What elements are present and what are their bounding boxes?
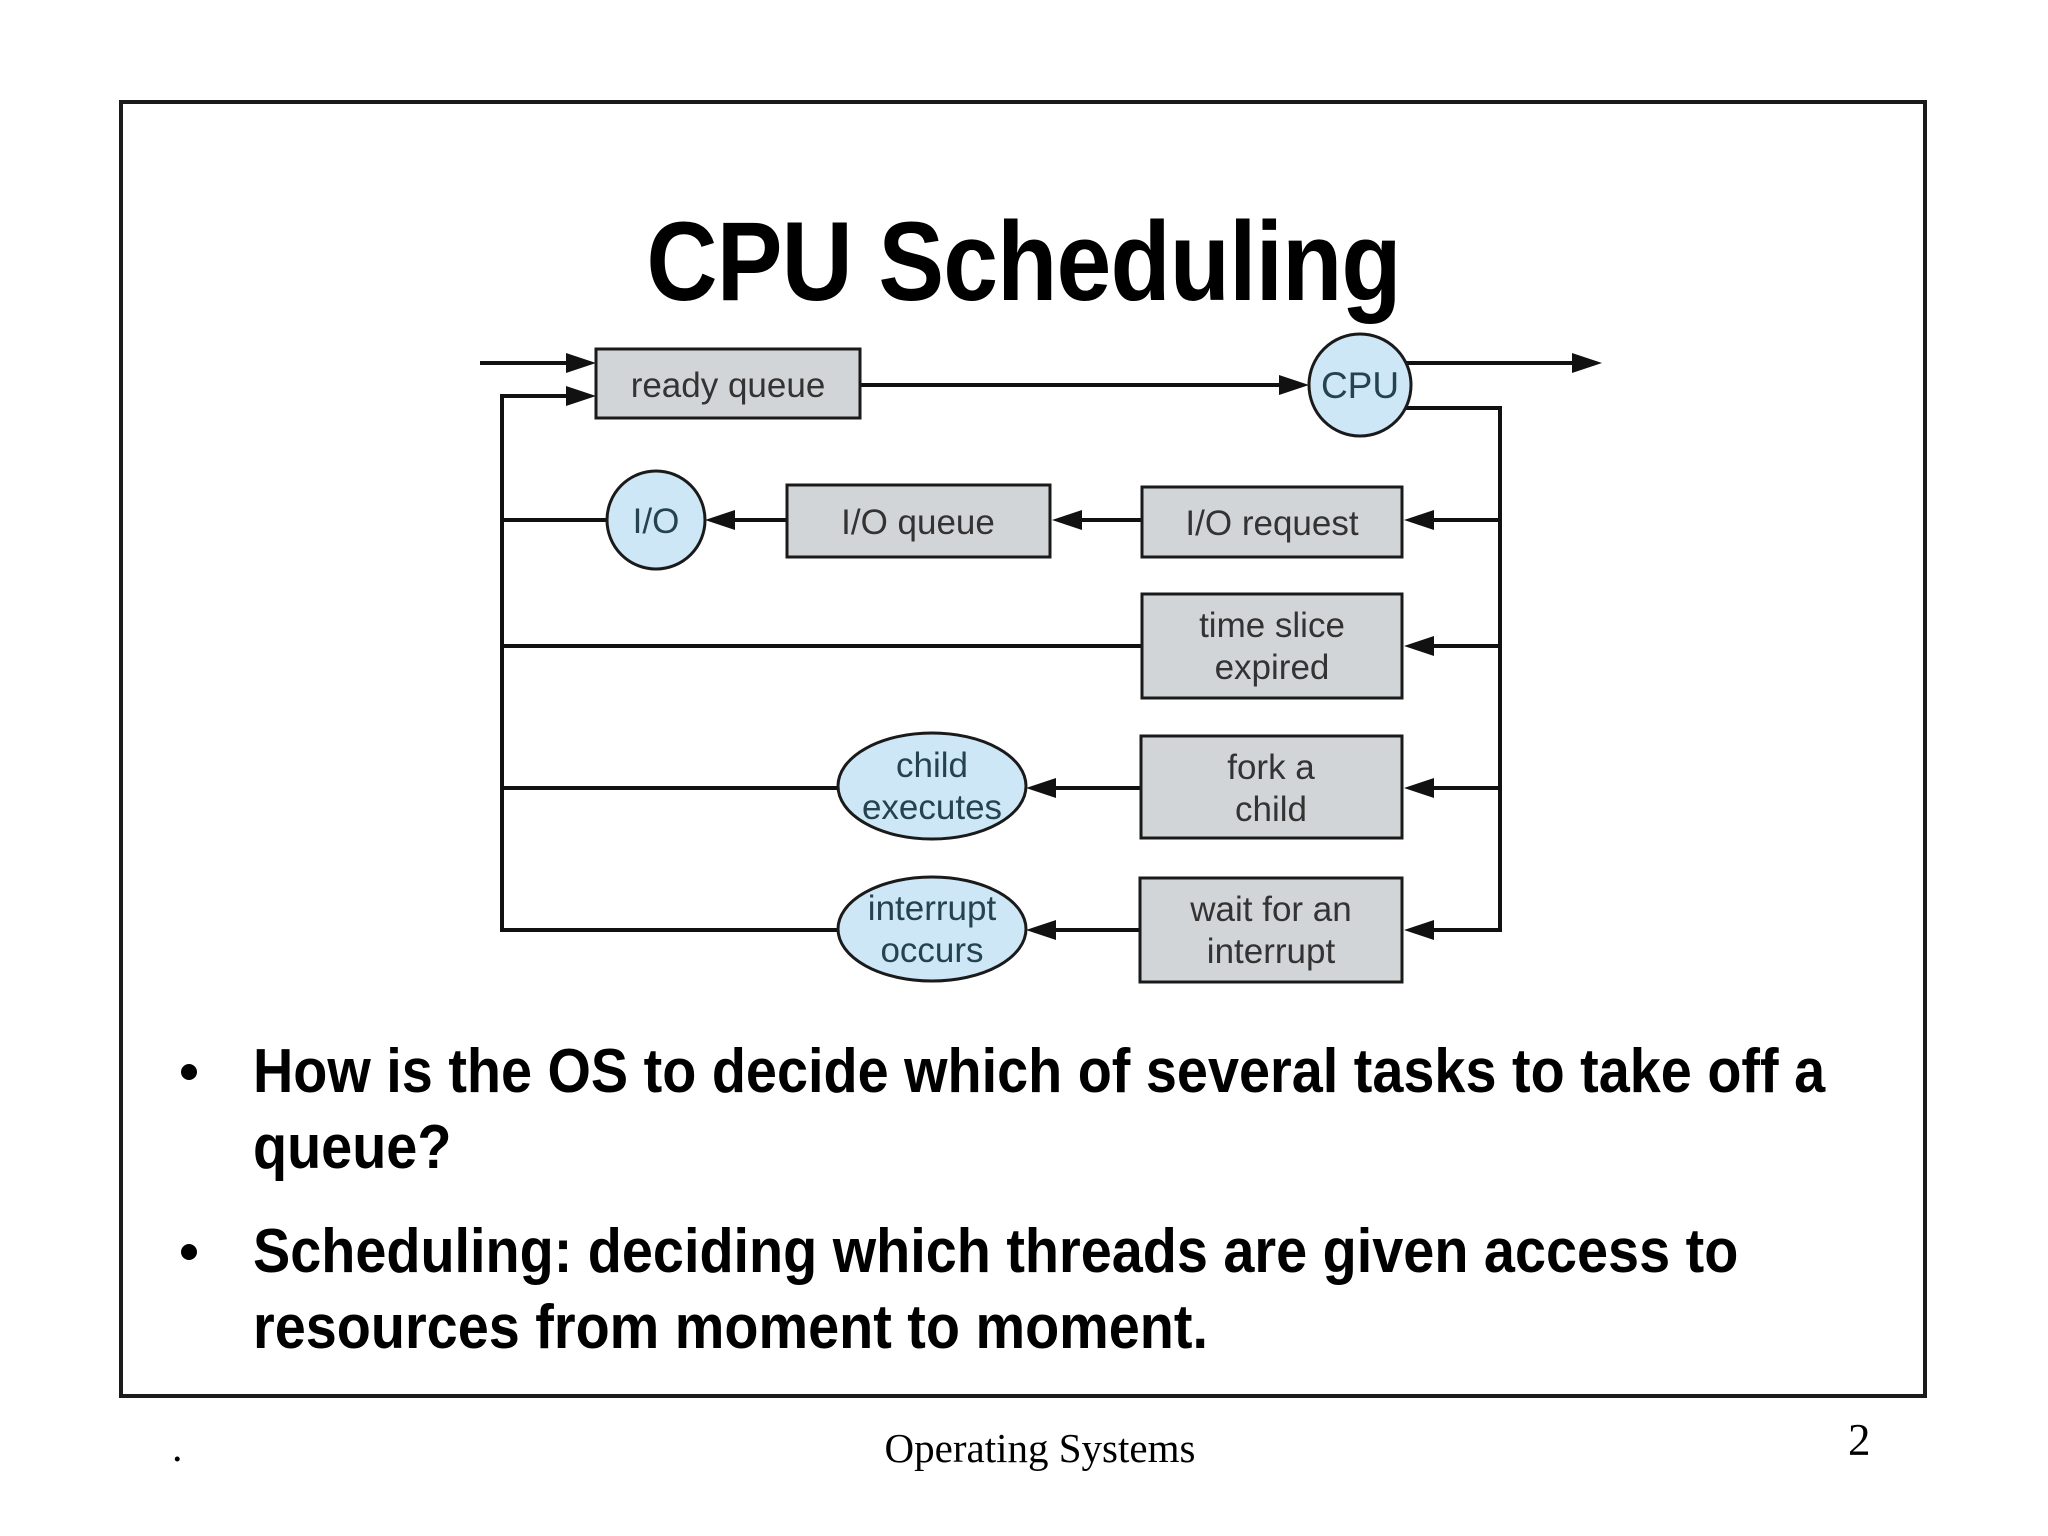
arrowhead-into-wait-interrupt: [1404, 920, 1434, 940]
connector-right-feedback-line: [1401, 406, 1502, 932]
arrowhead-cpu-exit: [1572, 353, 1602, 373]
node-cpu: [1307, 332, 1413, 438]
footer-title: Operating Systems: [884, 1425, 1196, 1471]
node-time-slice-expired: [1140, 592, 1404, 700]
footer-page-number: 2: [1848, 1415, 1871, 1465]
arrowhead-feedback-ready-queue: [566, 386, 596, 406]
label-interrupt-occurs-line1: interrupt: [868, 889, 997, 928]
arrowhead-into-io-request: [1404, 510, 1434, 530]
label-fork-child-line2: child: [1235, 790, 1307, 829]
node-child-executes: [836, 731, 1028, 841]
bullet-marker: [181, 1244, 197, 1260]
bullet-text: Scheduling: deciding which threads are g…: [253, 1217, 1739, 1362]
arrowhead-into-io-queue: [1052, 510, 1082, 530]
label-io-queue: I/O queue: [841, 503, 995, 542]
label-fork-child-line1: fork a: [1227, 748, 1315, 787]
arrowhead-into-fork-child: [1404, 778, 1434, 798]
label-cpu: CPU: [1321, 365, 1399, 406]
label-time-slice-line1: time slice: [1199, 606, 1345, 645]
bullet-list: How is the OS to decide which of several…: [253, 1034, 1864, 1394]
slide-frame: [119, 100, 1927, 1398]
node-io-queue: [785, 483, 1052, 559]
node-interrupt-occurs: [836, 875, 1028, 983]
bullet-marker: [181, 1064, 197, 1080]
label-wait-interrupt-line1: wait for an: [1189, 890, 1351, 929]
bullet-text: How is the OS to decide which of several…: [253, 1037, 1826, 1182]
label-io: I/O: [633, 502, 680, 541]
node-ready-queue: [594, 347, 862, 420]
label-ready-queue: ready queue: [631, 366, 826, 405]
label-interrupt-occurs-line2: occurs: [880, 931, 983, 970]
label-child-executes-line1: child: [896, 746, 968, 785]
title-container: CPU Scheduling: [0, 200, 2048, 323]
node-io: [605, 469, 707, 571]
arrowhead-entry-ready-queue: [566, 353, 596, 373]
connector-left-feedback-line: [500, 394, 570, 932]
arrowhead-into-io: [705, 510, 735, 530]
arrowhead-into-child-executes: [1026, 778, 1056, 798]
footer-left-dot: .: [172, 1425, 183, 1471]
label-time-slice-line2: expired: [1215, 648, 1330, 687]
label-wait-interrupt-line2: interrupt: [1207, 932, 1336, 971]
arrowhead-into-interrupt-occurs: [1026, 920, 1056, 940]
node-fork-a-child: [1139, 734, 1404, 840]
node-io-request: [1140, 485, 1404, 559]
arrowhead-into-cpu: [1279, 375, 1309, 395]
node-wait-for-interrupt: [1138, 876, 1404, 984]
arrowhead-into-time-slice: [1404, 636, 1434, 656]
label-io-request: I/O request: [1185, 504, 1358, 543]
page-title: CPU Scheduling: [646, 199, 1402, 324]
label-child-executes-line2: executes: [862, 788, 1002, 827]
